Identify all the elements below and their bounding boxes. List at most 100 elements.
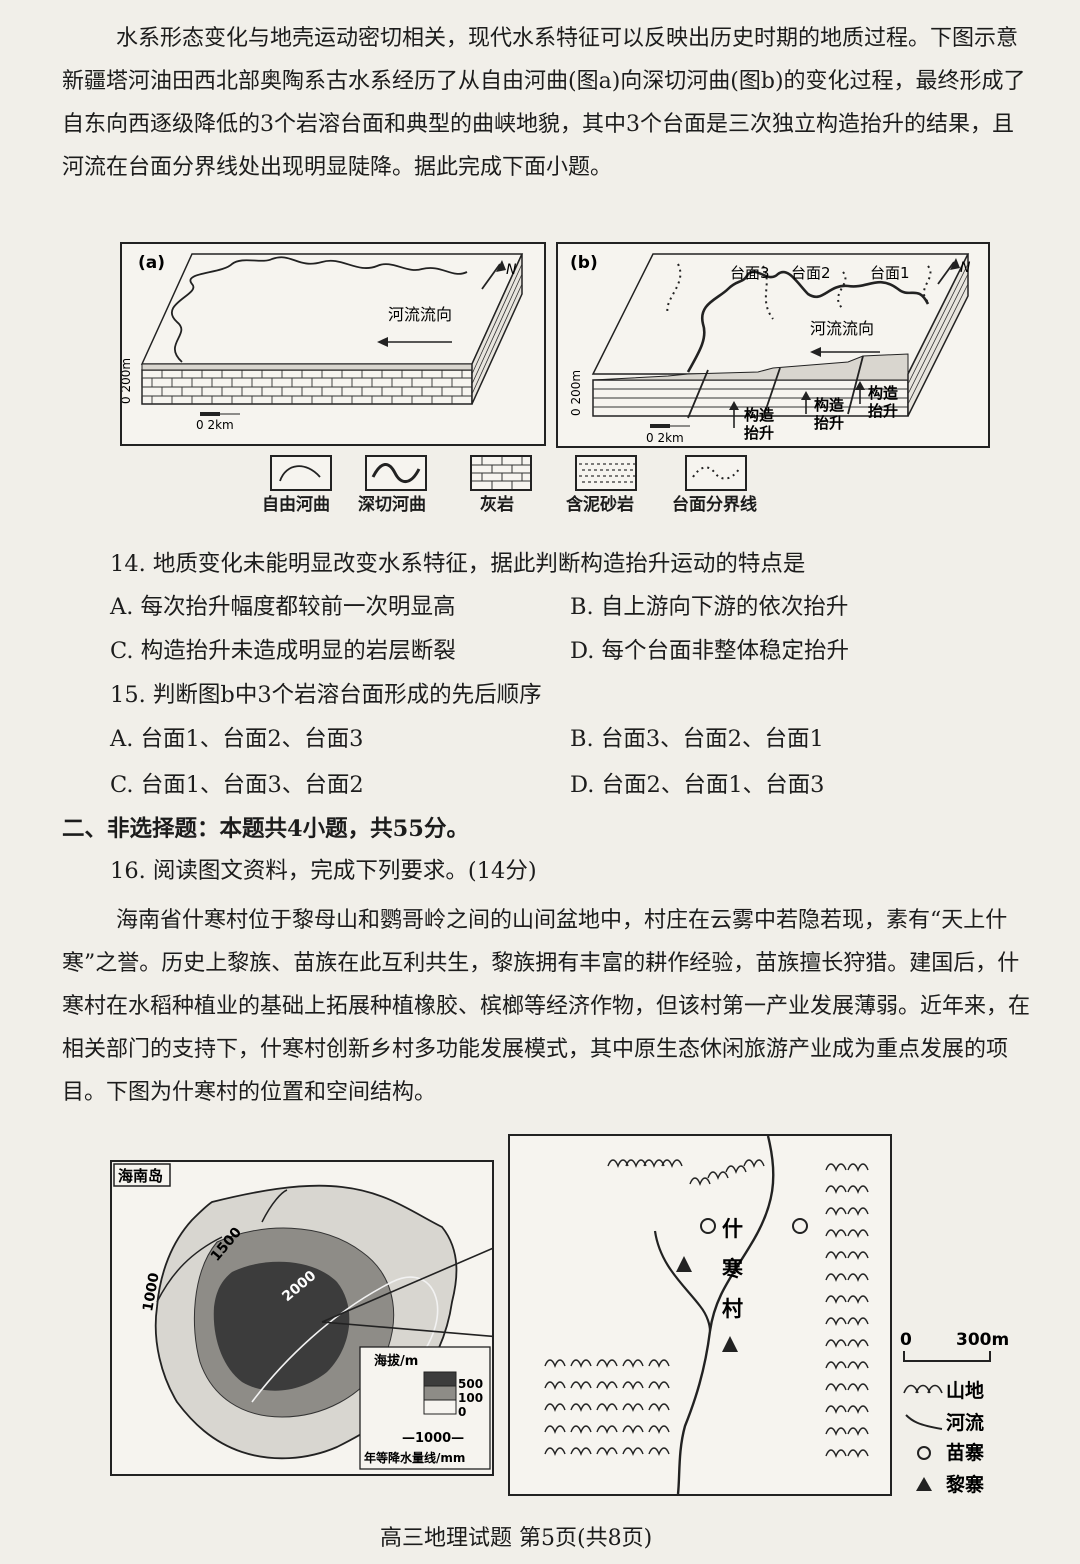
isohyet-1000-label: 1000 bbox=[140, 1271, 163, 1312]
mountain-icon bbox=[847, 1163, 869, 1172]
isohyet-legend-sample: —1000— bbox=[402, 1431, 464, 1446]
flow-arrow-icon bbox=[377, 337, 452, 347]
hainan-map-panel: 海南岛 1000 1500 2000 海拔/m 500 100 0 —1000—… bbox=[110, 1160, 513, 1476]
li-village-icon bbox=[676, 1256, 692, 1272]
scale-bar bbox=[903, 1351, 991, 1362]
figure-a-scale-bar bbox=[200, 412, 240, 416]
mountain-icon bbox=[825, 1427, 847, 1436]
village-name-char: 什 bbox=[722, 1217, 743, 1241]
mountain-icon bbox=[847, 1383, 869, 1392]
mountain-icon bbox=[648, 1403, 670, 1412]
mountain-icon bbox=[825, 1273, 847, 1282]
village-map-legend: 0 300m 山地 河流 苗寨 黎寨 bbox=[898, 1325, 1028, 1496]
mountain-icon bbox=[825, 1229, 847, 1238]
uplift-label-top: 构造 bbox=[868, 384, 898, 402]
uplift-label-top: 构造 bbox=[814, 396, 844, 414]
elevation-100-label: 100 bbox=[458, 1391, 483, 1405]
mountain-icon bbox=[847, 1361, 869, 1370]
mountain-icon bbox=[622, 1381, 644, 1390]
li-village-icon bbox=[722, 1336, 738, 1352]
mountain-icon bbox=[570, 1425, 592, 1434]
legend-river-label: 河流 bbox=[946, 1411, 984, 1434]
village-name-char: 寒 bbox=[722, 1257, 743, 1281]
mountain-icon bbox=[596, 1381, 618, 1390]
north-arrow-icon bbox=[481, 260, 506, 290]
mountain-icon bbox=[825, 1361, 847, 1370]
q14-option-a: A. 每次抬升幅度都较前一次明显高 bbox=[110, 594, 456, 620]
elevation-mid-swatch bbox=[423, 1385, 457, 1401]
mountain-icon bbox=[725, 1165, 747, 1174]
q15-option-d: D. 台面2、台面1、台面3 bbox=[570, 772, 825, 798]
q14-stem: 14. 地质变化未能明显改变水系特征，据此判断构造抬升运动的特点是 bbox=[110, 551, 806, 577]
mountain-icon bbox=[825, 1449, 847, 1458]
mountain-icon bbox=[847, 1449, 869, 1458]
mountain-icon bbox=[544, 1381, 566, 1390]
figure-a-label: (a) bbox=[138, 253, 165, 273]
mountain-icon bbox=[825, 1163, 847, 1172]
mountain-icon bbox=[622, 1359, 644, 1368]
uplift-label-bottom: 抬升 bbox=[814, 414, 844, 432]
mountain-icon bbox=[847, 1251, 869, 1260]
figure-b-label: (b) bbox=[570, 253, 598, 273]
mountain-icon bbox=[622, 1447, 644, 1456]
tributary-river bbox=[653, 1230, 712, 1332]
village-name-char: 村 bbox=[722, 1297, 743, 1321]
figure-b-panel: (b) 台面3 台面2 台面1 河流流向 N 0 200m 0 2km 构造 抬… bbox=[556, 242, 990, 448]
mountain-icon bbox=[596, 1447, 618, 1456]
mountain-icon bbox=[847, 1229, 869, 1238]
mountain-icon bbox=[847, 1339, 869, 1348]
q14-option-d: D. 每个台面非整体稳定抬升 bbox=[570, 638, 850, 664]
mountain-icon bbox=[570, 1447, 592, 1456]
uplift-label-bottom: 抬升 bbox=[744, 424, 774, 442]
elevation-low-swatch bbox=[423, 1399, 457, 1415]
mountain-icon bbox=[648, 1447, 670, 1456]
uplift-label-top: 构造 bbox=[744, 406, 774, 424]
legend-miao-label: 苗寨 bbox=[946, 1441, 984, 1464]
hainan-map-title: 海南岛 bbox=[118, 1167, 163, 1185]
figure-a-horizontal-scale: 0 2km bbox=[196, 418, 234, 432]
terrace-1-label: 台面1 bbox=[870, 264, 910, 282]
mountain-icon bbox=[825, 1339, 847, 1348]
miao-village-icon bbox=[700, 1218, 716, 1234]
mountain-icon bbox=[847, 1207, 869, 1216]
terrace-3-label: 台面3 bbox=[730, 264, 770, 282]
mountain-icon bbox=[825, 1185, 847, 1194]
mountain-icon bbox=[648, 1381, 670, 1390]
mountain-icon bbox=[847, 1273, 869, 1282]
mountain-icon bbox=[596, 1359, 618, 1368]
mountain-symbols bbox=[544, 1159, 869, 1458]
north-label: N bbox=[960, 260, 971, 276]
legend-free-meander-label: 自由河曲 bbox=[262, 495, 330, 515]
q14-option-c: C. 构造抬升未造成明显的岩层断裂 bbox=[110, 638, 456, 664]
figure-b-flow-label: 河流流向 bbox=[810, 319, 874, 338]
mountain-icon bbox=[825, 1251, 847, 1260]
uplift-arrow-icon bbox=[729, 401, 739, 428]
mountain-icon bbox=[847, 1405, 869, 1414]
legend-free-meander-swatch bbox=[270, 455, 332, 491]
legend-sandstone-swatch bbox=[575, 455, 637, 491]
q15-option-b: B. 台面3、台面2、台面1 bbox=[570, 726, 824, 752]
legend-terrace-boundary-swatch bbox=[685, 455, 747, 491]
mountain-icon bbox=[544, 1403, 566, 1412]
elevation-high-swatch bbox=[423, 1371, 457, 1387]
elevation-500-label: 500 bbox=[458, 1377, 483, 1391]
section-2-heading: 二、非选择题：本题共4小题，共55分。 bbox=[62, 816, 469, 842]
mountain-icon bbox=[825, 1405, 847, 1414]
mountain-icon bbox=[570, 1381, 592, 1390]
legend-li-icon bbox=[916, 1477, 932, 1491]
q15-option-c: C. 台面1、台面3、台面2 bbox=[110, 772, 364, 798]
village-map-panel: 什 寒 村 bbox=[508, 1134, 892, 1496]
mountain-icon bbox=[661, 1159, 683, 1168]
legend-mountain-icon bbox=[903, 1384, 943, 1394]
mountain-icon bbox=[643, 1159, 665, 1168]
mountain-icon bbox=[648, 1359, 670, 1368]
legend-river-icon bbox=[905, 1414, 943, 1430]
legend-mountain-label: 山地 bbox=[946, 1379, 984, 1402]
mountain-icon bbox=[825, 1207, 847, 1216]
isohyet-legend-label: 年等降水量线/mm bbox=[364, 1450, 465, 1465]
uplift-label-bottom: 抬升 bbox=[868, 402, 898, 420]
figure-b-vertical-scale: 0 200m bbox=[569, 370, 583, 416]
mountain-icon bbox=[825, 1383, 847, 1392]
q16-stem: 16. 阅读图文资料，完成下列要求。(14分) bbox=[110, 858, 537, 884]
q16-paragraph: 海南省什寒村位于黎母山和鹦哥岭之间的山间盆地中，村庄在云雾中若隐若现，素有“天上… bbox=[62, 908, 1031, 1105]
